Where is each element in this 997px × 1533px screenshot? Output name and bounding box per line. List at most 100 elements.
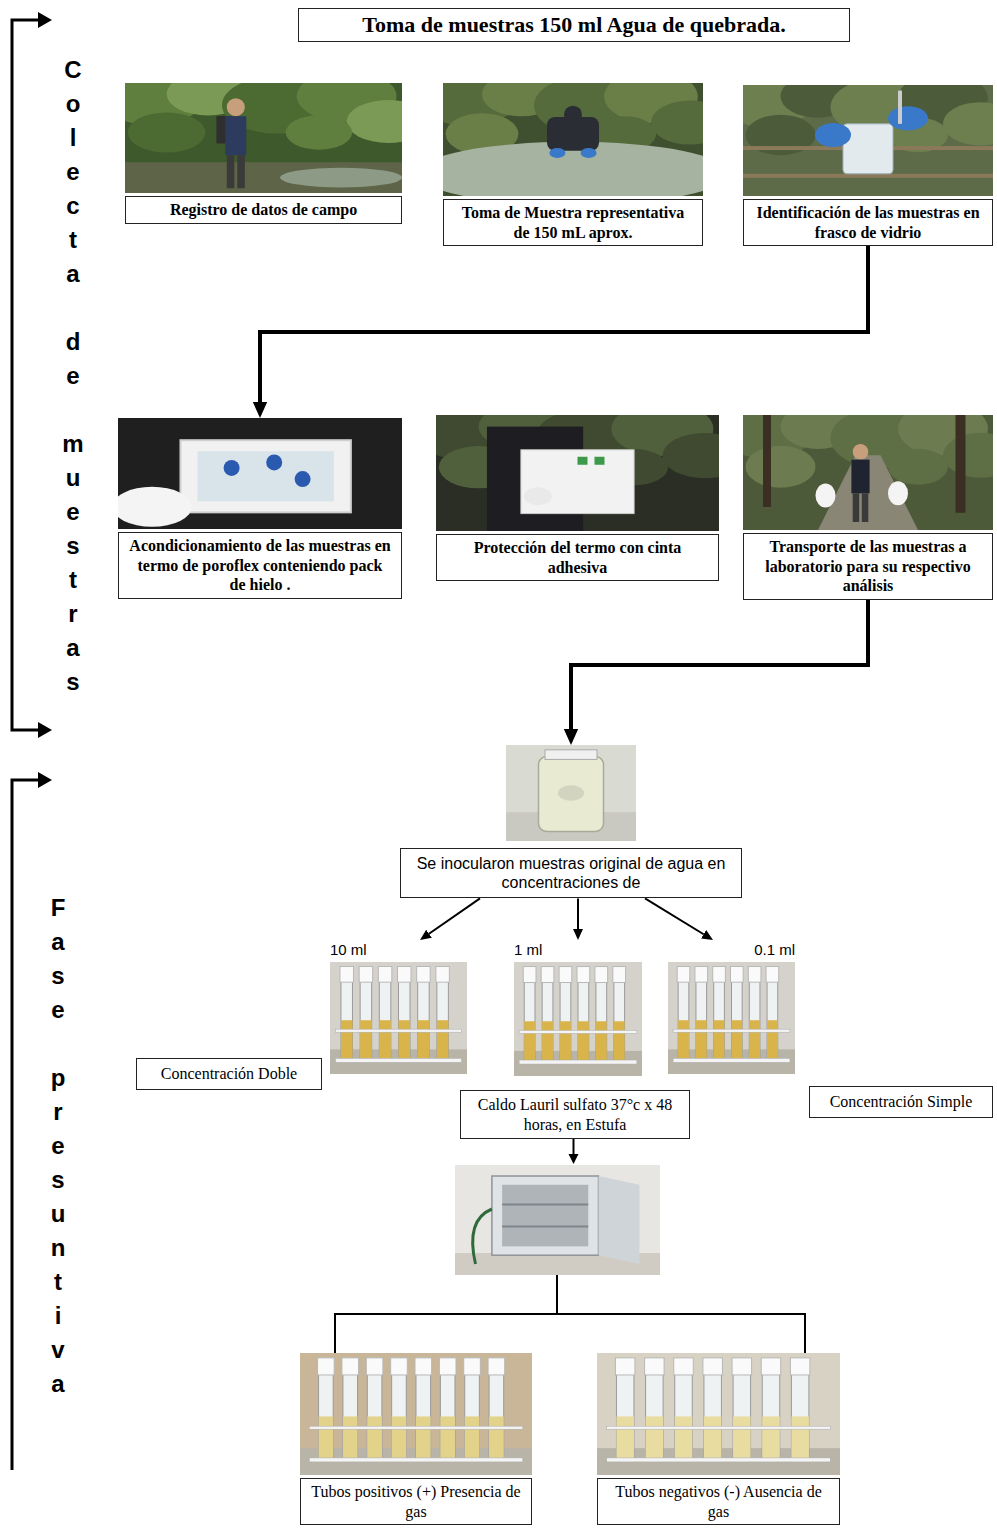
photo-part: [578, 978, 589, 1060]
photo-part: [732, 1020, 743, 1058]
photo-part: [558, 785, 584, 800]
label-letter: [45, 1027, 71, 1061]
node-text: Toma de muestras 150 ml Agua de quebrada…: [307, 12, 841, 38]
photo-part: [366, 1358, 383, 1375]
photo-part: [704, 1370, 721, 1458]
photo: [300, 1353, 532, 1475]
photo-part: [347, 100, 402, 143]
photo-part: [295, 471, 311, 487]
phase-label: Fase presuntiva: [45, 891, 71, 1401]
volume-label: 1 ml: [514, 940, 642, 962]
photo: [743, 85, 993, 196]
photo-part: [437, 978, 449, 1059]
node-text: Se inocularon muestras original de agua …: [409, 854, 733, 892]
arrow-head: [569, 1154, 579, 1164]
node-text: 1 ml: [514, 940, 642, 960]
photo-part: [578, 457, 588, 465]
photo-part: [675, 1416, 692, 1457]
photo-part: [318, 1358, 335, 1375]
photo-part: [340, 966, 354, 982]
caption-box: Toma de Muestra representativa de 150 mL…: [443, 199, 703, 246]
photo-part: [286, 115, 352, 149]
photo-part: [651, 101, 703, 145]
photo: [597, 1353, 840, 1475]
photo-part: [731, 966, 744, 982]
label-letter: u: [60, 461, 86, 495]
photo: [330, 962, 467, 1074]
photo-part: [616, 1370, 633, 1458]
process-box: Caldo Lauril sulfato 37°c x 48 horas, en…: [460, 1090, 690, 1139]
label-letter: l: [60, 121, 86, 155]
step-box: Identificación de las muestras en frasco…: [743, 85, 993, 246]
photo-part: [704, 1416, 721, 1457]
photo-part: [564, 106, 582, 124]
photo: [436, 415, 719, 531]
step-box: Toma de Muestra representativa de 150 mL…: [443, 83, 703, 246]
photo-part: [392, 1370, 407, 1458]
node-text: Transporte de las muestras a laboratorio…: [754, 537, 982, 596]
node-text: Identificación de las muestras en frasco…: [754, 203, 982, 242]
photo-part: [502, 1226, 588, 1228]
arrow-line: [573, 1139, 575, 1155]
photo-part: [616, 1416, 633, 1457]
step-box: Transporte de las muestras a laboratorio…: [743, 415, 993, 600]
node-text: Toma de Muestra representativa de 150 mL…: [454, 203, 692, 242]
photo-part: [359, 966, 373, 982]
photo-part: [125, 162, 402, 193]
photo-part: [607, 1426, 831, 1429]
photo-part: [677, 966, 690, 982]
photo-part: [862, 493, 869, 522]
photo-part: [733, 1370, 750, 1458]
note-box: Concentración Doble: [136, 1058, 322, 1090]
photo-part: [309, 1426, 522, 1429]
label-letter: o: [60, 87, 86, 121]
label-letter: e: [60, 495, 86, 529]
photo-part: [746, 446, 816, 488]
photo-part: [502, 1185, 588, 1247]
photo: [743, 415, 993, 530]
photo-part: [492, 1176, 599, 1255]
photo-part: [767, 978, 778, 1059]
photo-part: [599, 1176, 640, 1264]
photo-part: [851, 460, 869, 494]
photo-part: [519, 1030, 637, 1033]
photo-part: [696, 978, 707, 1059]
photo-part: [762, 1370, 779, 1458]
photo-part: [713, 966, 726, 982]
photo-part: [440, 1370, 455, 1458]
photo: [668, 962, 795, 1074]
photo-part: [843, 124, 893, 174]
photo-part: [596, 1021, 607, 1060]
photo-part: [559, 967, 572, 983]
node-text: 10 ml: [330, 940, 467, 960]
label-letter: e: [60, 359, 86, 393]
photo-part: [674, 1358, 693, 1375]
label-letter: s: [60, 529, 86, 563]
photo-part: [118, 487, 192, 527]
photo-part: [542, 978, 553, 1060]
photo-part: [749, 1020, 760, 1058]
photo-part: [749, 978, 760, 1059]
small-arrow: [455, 1139, 690, 1165]
photo: [125, 83, 402, 193]
photo-part: [266, 454, 282, 470]
photo-part: [898, 91, 902, 124]
photo-part: [790, 1358, 809, 1375]
process-box: Caldo Lauril sulfato 37°c x 48 horas, en…: [455, 1090, 690, 1275]
photo-part: [128, 112, 206, 152]
photo-part: [440, 1416, 455, 1457]
label-letter: C: [60, 53, 86, 87]
photo-part: [360, 978, 372, 1059]
photo-part: [524, 487, 552, 505]
node-text: Concentración Doble: [143, 1064, 315, 1084]
photo-part: [519, 1060, 637, 1064]
label-letter: t: [45, 1265, 71, 1299]
tube-set: 10 ml: [330, 940, 467, 1074]
connector-arrow: [577, 898, 579, 929]
caption-box: Protección del termo con cinta adhesiva: [436, 534, 719, 581]
process-box: Se inocularon muestras original de agua …: [400, 745, 742, 898]
photo-part: [392, 1416, 407, 1457]
label-letter: c: [60, 189, 86, 223]
label-letter: n: [45, 1231, 71, 1265]
